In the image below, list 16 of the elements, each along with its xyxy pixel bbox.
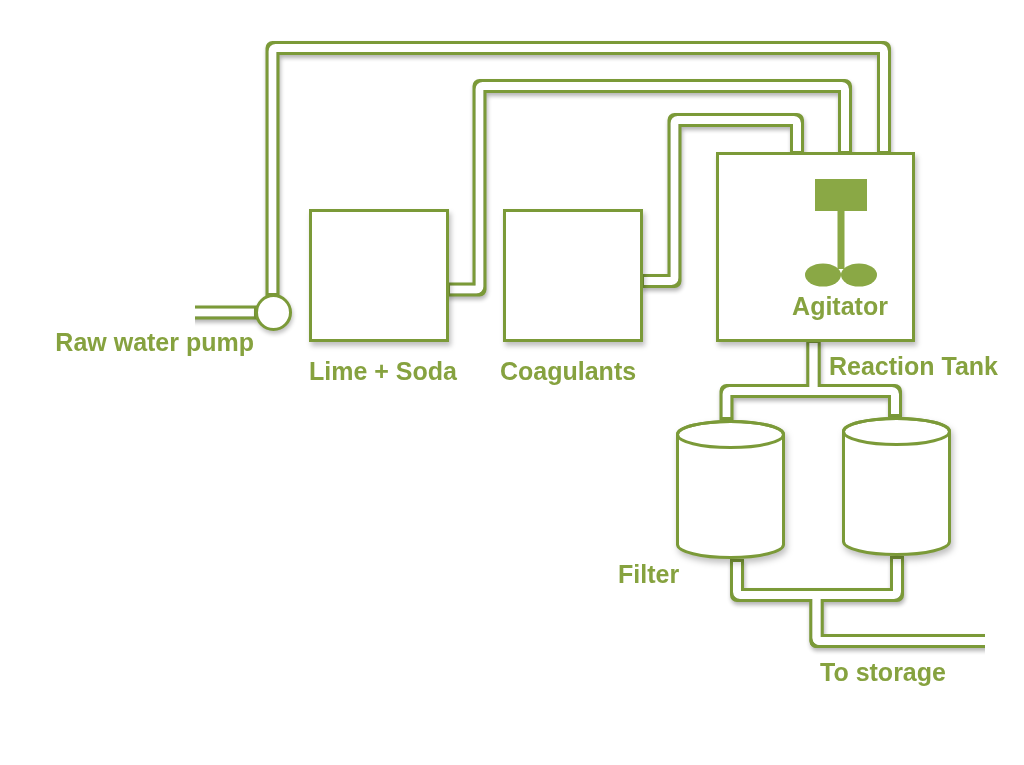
filter-cylinder <box>676 420 785 559</box>
pipe <box>447 79 852 297</box>
filter-cylinder <box>842 417 951 556</box>
node-label: Lime + Soda <box>309 359 457 384</box>
node-label: Reaction Tank <box>829 354 999 379</box>
pipe <box>806 340 902 417</box>
tank-box <box>503 209 643 342</box>
tank-box <box>309 209 449 342</box>
pipe <box>641 113 804 288</box>
node-label: Filter <box>618 562 680 587</box>
tank-box <box>716 152 915 342</box>
outlet-label: To storage <box>820 660 946 685</box>
node-label: Raw water pump <box>55 330 254 355</box>
node-label: Agitator <box>792 294 888 319</box>
pipe <box>195 305 257 320</box>
node-label: Coagulants <box>500 359 637 384</box>
